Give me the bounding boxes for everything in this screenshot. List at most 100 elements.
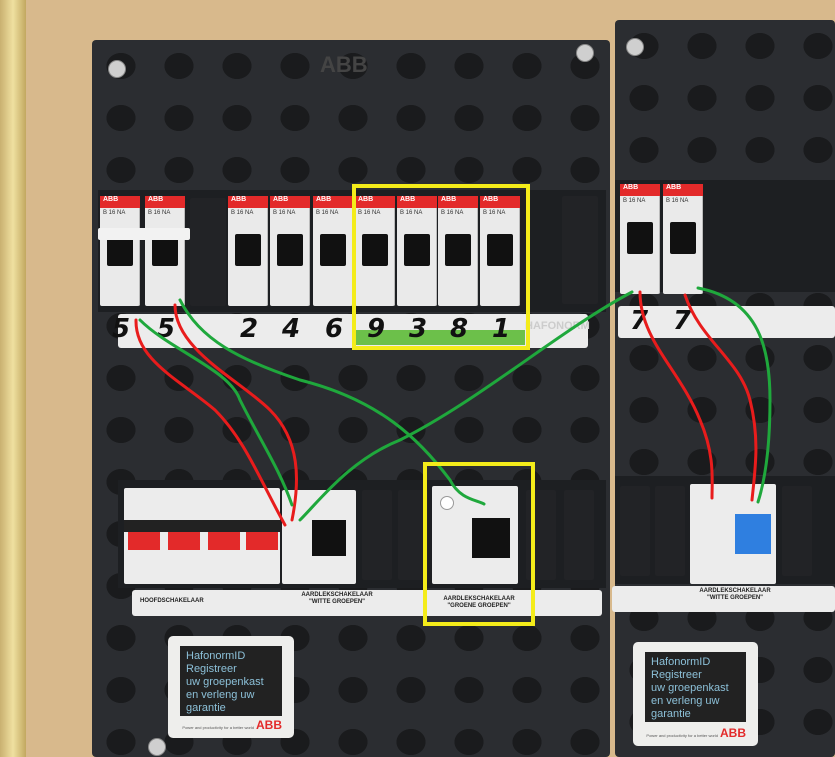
circuit-breaker[interactable]: ABB B 16 NA [145,196,185,306]
screw-icon [148,738,166,756]
double-breaker-bridge [98,228,190,240]
test-button[interactable] [440,496,454,510]
blank-cover [362,490,392,580]
breaker-handle[interactable] [670,222,696,254]
label-line: AARDLEKSCHAKELAAR [443,596,515,602]
circuit-number: 4 [282,314,301,344]
circuit-number: 5 [112,314,131,344]
label-line: AARDLEKSCHAKELAAR [301,592,373,598]
label-line: "WITTE GROEPEN" [308,599,366,605]
green-wire [298,290,634,522]
label-line: "WITTE GROEPEN" [706,595,764,601]
label-line: "GROENE GROEPEN" [447,603,511,609]
rcd-handle[interactable] [312,520,346,556]
breaker-brand: ABB [620,184,660,196]
breaker-handle[interactable] [235,234,261,266]
breaker-spec: B 16 NA [316,210,339,216]
blank-cover [782,486,812,576]
screw-icon [576,44,594,62]
card-line: Registreer [651,669,702,681]
breaker-spec: B 16 NA [483,210,506,216]
label-rcd-white: AARDLEKSCHAKELAAR"WITTE GROEPEN" [282,592,392,606]
card-line: garantie [651,708,691,720]
circuit-number: 3 [409,314,428,344]
red-wire [638,290,714,500]
circuit-breaker[interactable]: ABB B 16 NA [313,196,353,306]
screw-icon [108,60,126,78]
main-switch-handle[interactable] [246,532,278,550]
breaker-handle[interactable] [277,234,303,266]
breaker-brand: ABB [228,196,268,208]
circuit-breaker[interactable]: ABB B 16 NA [100,196,140,306]
red-wire [683,293,758,502]
abb-logo-embossed: ABB [320,52,368,77]
main-switch-handle[interactable] [128,532,160,550]
highlight-green-group-breakers [352,184,530,350]
green-wire [178,298,486,506]
breaker-brand: ABB [663,184,703,196]
breaker-handle[interactable] [487,234,513,266]
breaker-handle[interactable] [362,234,388,266]
card-slogan: Power and productivity for a better worl… [182,725,254,730]
blank-cover [190,198,226,306]
card-line: Registreer [186,663,237,675]
breaker-brand: ABB [355,196,395,208]
breaker-spec: B 16 NA [103,210,126,216]
breaker-handle[interactable] [320,234,346,266]
breaker-brand: ABB [313,196,353,208]
circuit-number: 6 [325,314,344,344]
breaker-handle[interactable] [627,222,653,254]
device-label-strip [132,590,602,616]
breaker-brand: ABB [438,196,478,208]
main-switch-bar [124,520,280,532]
breaker-spec: B 16 NA [148,210,171,216]
device-label-strip-right [612,586,835,612]
card-line: uw groepenkast [186,676,264,688]
circuit-breaker[interactable]: ABB B 16 NA [438,196,478,306]
breaker-spec: B 16 NA [441,210,464,216]
circuit-number: 1 [492,314,511,344]
label-main-switch: HOOFDSCHAKELAAR [140,598,204,604]
circuit-breaker[interactable]: ABB B 16 NA [355,196,395,306]
abb-logo: ABB [256,718,282,732]
screw-icon [626,38,644,56]
circuit-number: 8 [450,314,469,344]
label-line: AARDLEKSCHAKELAAR [699,588,771,594]
rcd-handle[interactable] [472,518,510,558]
card-line: uw groepenkast [651,682,729,694]
card-line: HafonormID [651,656,711,668]
breaker-brand: ABB [100,196,140,208]
rcd-handle-blue[interactable] [735,514,771,554]
green-wire [138,318,294,507]
red-wire [134,318,287,527]
conduit-pipe [0,0,26,757]
blank-cover [620,486,650,576]
blank-cover [562,196,598,304]
blank-cover [564,490,594,580]
right-panel [615,20,835,757]
main-switch-handle[interactable] [168,532,200,550]
highlight-green-group-rcd [423,462,535,626]
breaker-spec: B 16 NA [273,210,296,216]
circuit-number: 2 [240,314,259,344]
main-switch-handle[interactable] [208,532,240,550]
breaker-handle[interactable] [445,234,471,266]
circuit-number: 7 [673,306,692,336]
breaker-spec: B 16 NA [358,210,381,216]
breaker-handle[interactable] [404,234,430,266]
card-slogan: Power and productivity for a better worl… [646,733,718,738]
red-wire [173,303,299,522]
label-rcd-green: AARDLEKSCHAKELAAR"GROENE GROEPEN" [424,596,534,610]
breaker-brand: ABB [145,196,185,208]
